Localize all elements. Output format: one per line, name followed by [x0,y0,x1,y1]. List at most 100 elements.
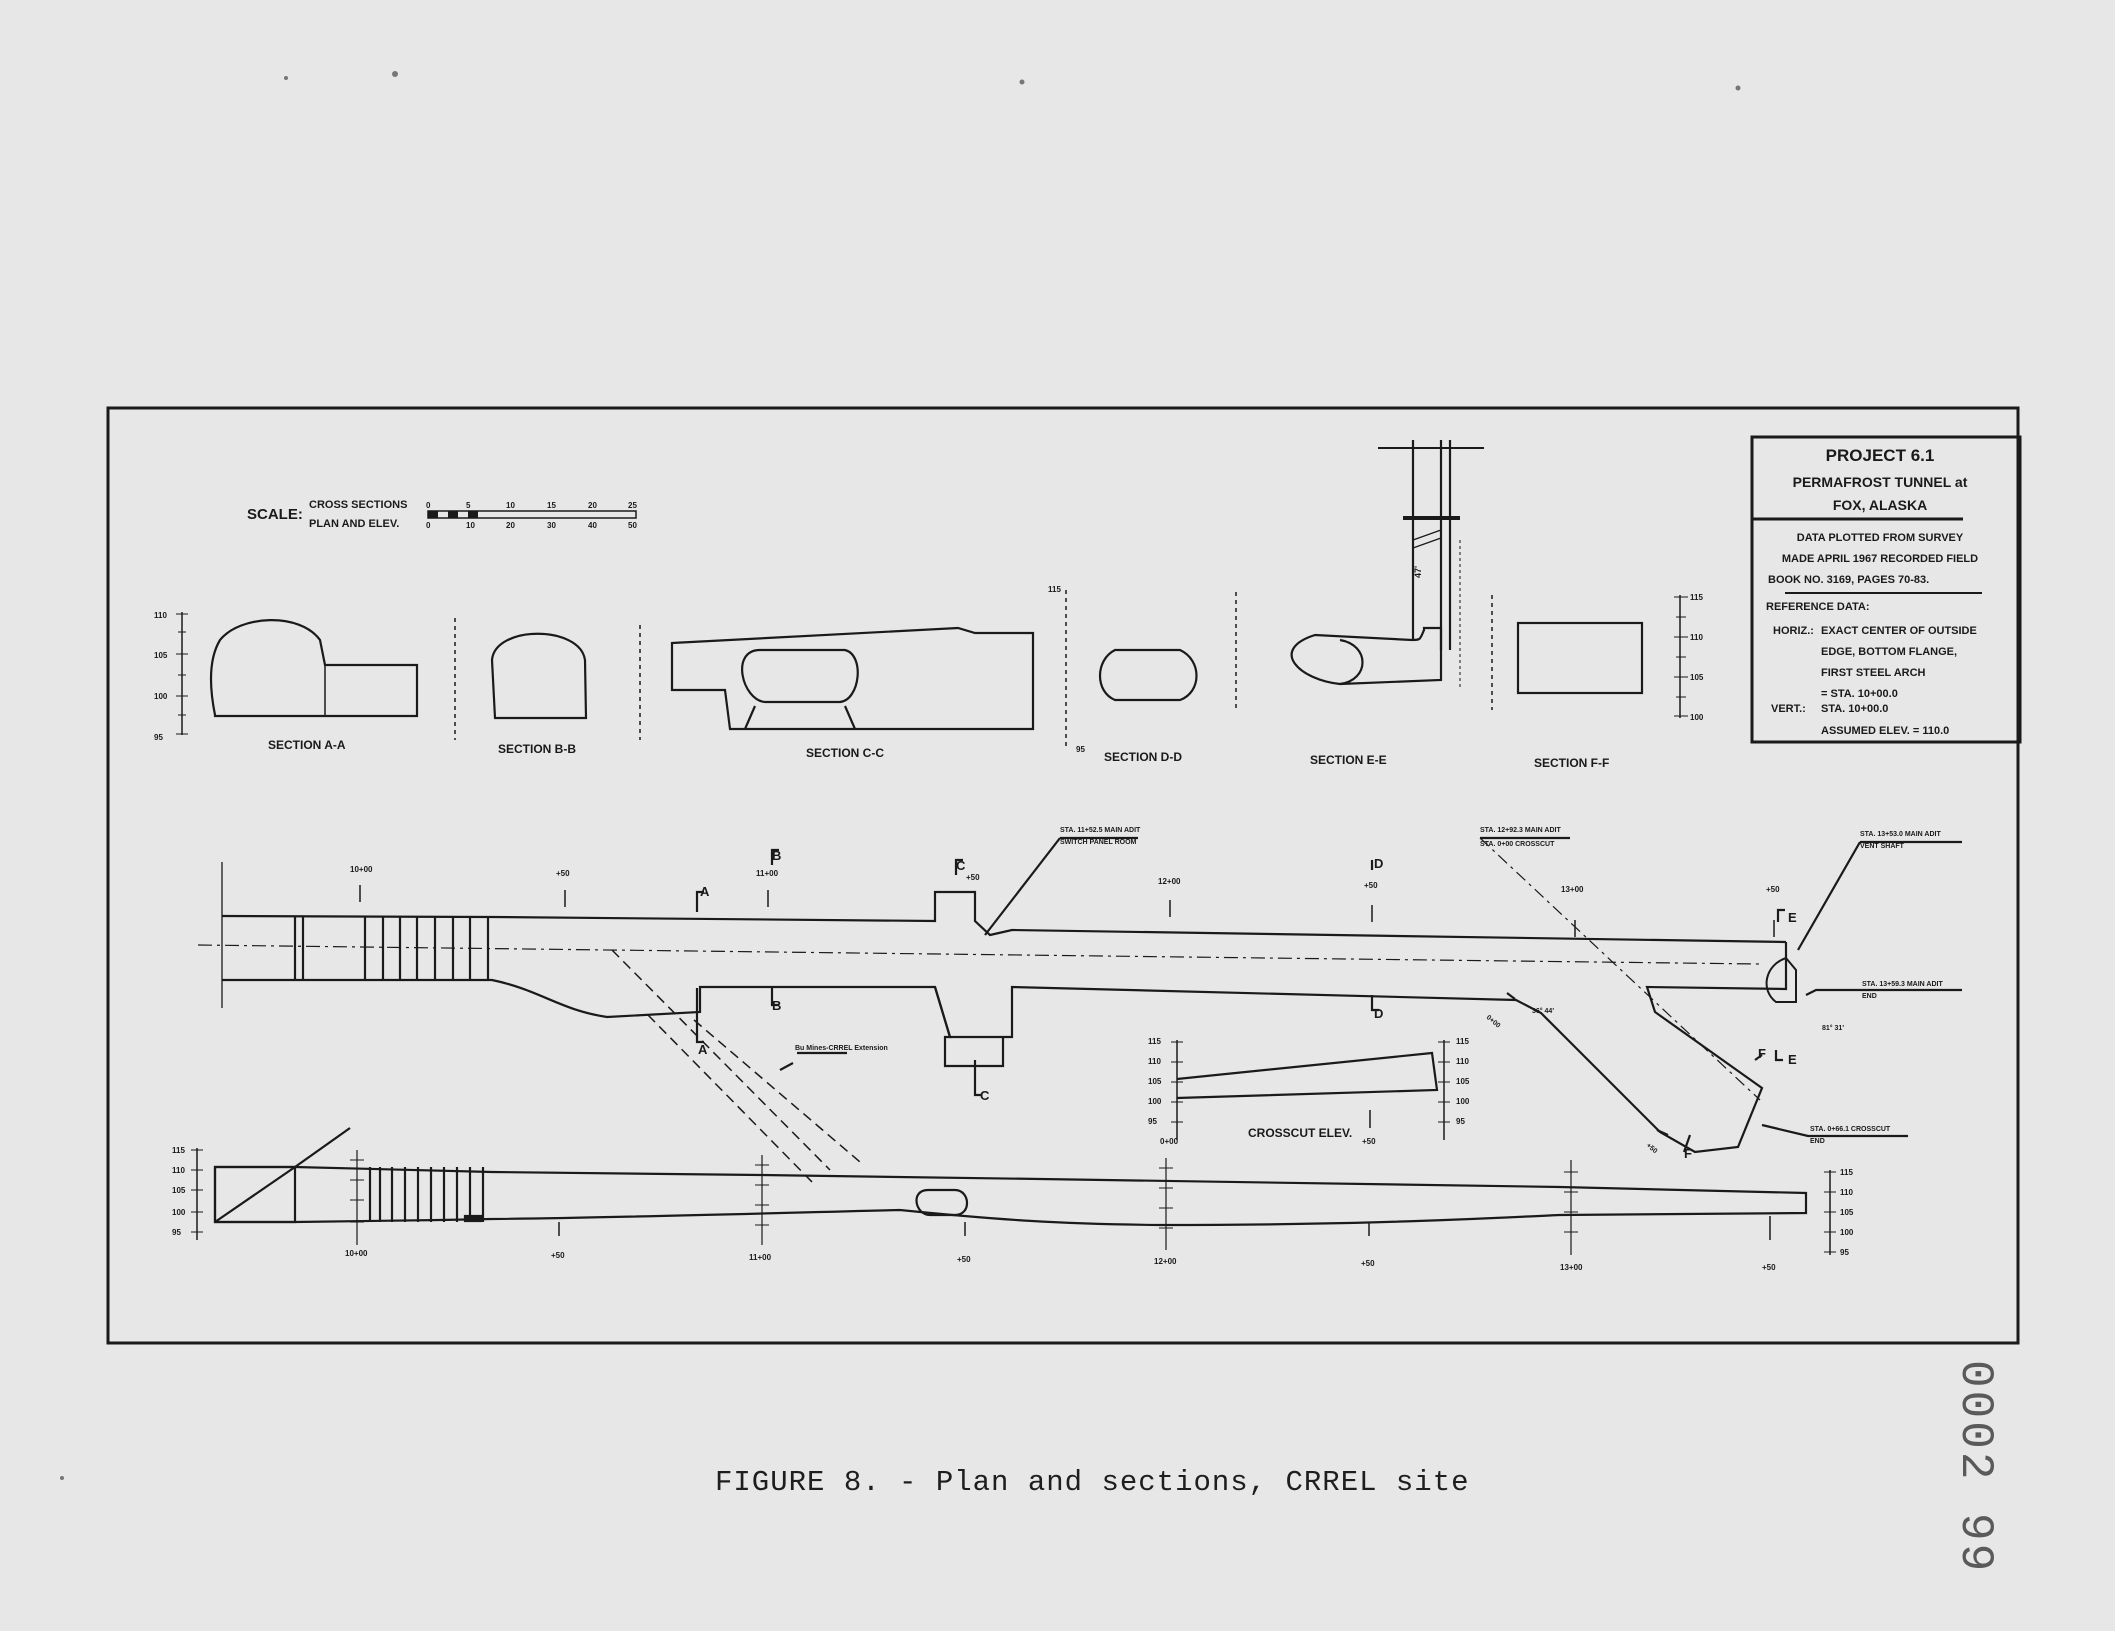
scale-line-1: CROSS SECTIONS [309,499,407,511]
scale-top-tick: 15 [547,501,556,510]
horiz-line-4: = STA. 10+00.0 [1821,688,1898,700]
profile-tick-label: 115 [172,1146,185,1155]
crosscut-tick-label: 105 [1456,1077,1470,1086]
vert-label: VERT.: [1771,703,1806,715]
cut-letter-c: C [980,1088,990,1103]
page-number: 0002 99 [1949,1360,2001,1575]
annot-shaft-2: VENT SHAFT [1860,843,1905,850]
scale-bottom-tick: 50 [628,521,637,530]
profile-tick-label: 95 [1840,1248,1849,1257]
annot-end-1: STA. 13+59.3 MAIN ADIT [1862,981,1943,988]
shaft-depth: 47' [1413,566,1423,578]
cut-letter-e: E [1788,1052,1797,1067]
plan-station-label: +50 [1364,881,1378,890]
scale-top-tick: 25 [628,501,637,510]
cut-letter-b: B [772,848,781,863]
angle-label: 36° 44' [1532,1007,1554,1015]
profile-station-label: 12+00 [1154,1257,1177,1266]
horiz-label: HORIZ.: [1773,625,1814,637]
plan-station-label: +50 [1766,885,1780,894]
scale-block: SCALE: CROSS SECTIONS PLAN AND ELEV. 0 5… [247,499,637,530]
cut-letter-f: F [1684,1146,1692,1161]
horiz-line-3: FIRST STEEL ARCH [1821,667,1926,679]
cross-sections [176,440,1688,748]
crosscut-tick-label: 95 [1456,1117,1465,1126]
profile-tick-label: 110 [1840,1188,1853,1197]
plan-station-label: +50 [966,873,980,882]
plan-station-label: 11+00 [756,869,779,878]
tick-label: 105 [1690,673,1704,682]
annot-cc-end-1: STA. 0+66.1 CROSSCUT [1810,1126,1891,1133]
crosscut-start-label: 0+00 [1160,1137,1179,1146]
annot-crosscut-2: STA. 0+00 CROSSCUT [1480,841,1555,848]
cut-letter-a: A [700,884,710,899]
profile-station-label: 11+00 [749,1253,772,1262]
crosscut-elevation [1176,1040,1445,1140]
plan-station-label: 10+00 [350,865,373,874]
crosscut-station-label: 0+00 [1485,1014,1502,1030]
survey-line-2: MADE APRIL 1967 RECORDED FIELD [1782,553,1978,565]
angle2-label: 81° 31' [1822,1024,1844,1032]
section-e-label: SECTION E-E [1310,753,1387,767]
tick-label: 115 [1690,593,1703,602]
profile-station-label: 13+00 [1560,1263,1583,1272]
drawing-frame [106,406,2020,1345]
crosscut-tick-label: 115 [1148,1037,1161,1046]
profile-tick-label: 105 [1840,1208,1854,1217]
plan-station-label: 13+00 [1561,885,1584,894]
tick-label: 95 [154,733,163,742]
survey-line-1: DATA PLOTTED FROM SURVEY [1797,532,1964,544]
crosscut-tick-label: 100 [1456,1097,1470,1106]
crosscut-plus50-label: +50 [1645,1142,1659,1155]
plan-station-label: +50 [556,869,570,878]
vert-line-2: ASSUMED ELEV. = 110.0 [1821,725,1949,737]
profile-ticks [191,1149,1836,1253]
figure-caption: FIGURE 8. - Plan and sections, CRREL sit… [715,1466,1470,1499]
title-line2: PERMAFROST TUNNEL at [1793,474,1968,490]
crosscut-tick-label: 110 [1148,1057,1161,1066]
scale-bottom-tick: 10 [466,521,475,530]
profile-tick-label: 115 [1840,1168,1853,1177]
crosscut-mid-label: +50 [1362,1137,1376,1146]
horiz-line-1: EXACT CENTER OF OUTSIDE [1821,625,1977,637]
cut-letter-a: A [698,1042,708,1057]
scale-top-tick: 5 [466,501,471,510]
profile-station-label: +50 [1361,1259,1375,1268]
scale-bottom-tick: 0 [426,521,431,530]
scale-top-tick: 0 [426,501,431,510]
scale-bottom-tick: 40 [588,521,597,530]
plan-view [197,836,1962,1186]
annot-cc-end-2: END [1810,1138,1825,1145]
crosscut-tick-label: 95 [1148,1117,1157,1126]
crosscut-tick-label: 110 [1456,1057,1469,1066]
scale-label: SCALE: [247,506,303,523]
tick-label: 110 [154,611,167,620]
title-line3: FOX, ALASKA [1833,497,1927,513]
reference-heading: REFERENCE DATA: [1766,601,1869,613]
scale-top-tick: 20 [588,501,597,510]
profile-tick-label: 95 [172,1228,181,1237]
cut-letter-b: B [772,998,781,1013]
section-b-label: SECTION B-B [498,742,576,756]
plan-station-label: 12+00 [1158,877,1181,886]
vert-line-1: STA. 10+00.0 [1821,703,1888,715]
profile-station-label: +50 [551,1251,565,1260]
profile-tick-label: 110 [172,1166,185,1175]
section-a-label: SECTION A-A [268,738,346,752]
profile-elevation [196,1127,1831,1255]
section-f-label: SECTION F-F [1534,756,1609,770]
tick-label: 95 [1076,745,1085,754]
crosscut-ticks [1171,1041,1450,1123]
title-block: PROJECT 6.1 PERMAFROST TUNNEL at FOX, AL… [1750,435,2022,744]
profile-tick-label: 105 [172,1186,186,1195]
crosscut-tick-label: 115 [1456,1037,1469,1046]
profile-station-label: +50 [957,1255,971,1264]
scale-line-2: PLAN AND ELEV. [309,518,399,530]
tick-label: 110 [1690,633,1703,642]
annot-switch-2: SWITCH PANEL ROOM [1060,839,1137,846]
annot-end-2: END [1862,993,1877,1000]
cut-letter-d: D [1374,856,1383,871]
plan-station-ticks [359,885,1775,937]
profile-station-label: +50 [1762,1263,1776,1272]
